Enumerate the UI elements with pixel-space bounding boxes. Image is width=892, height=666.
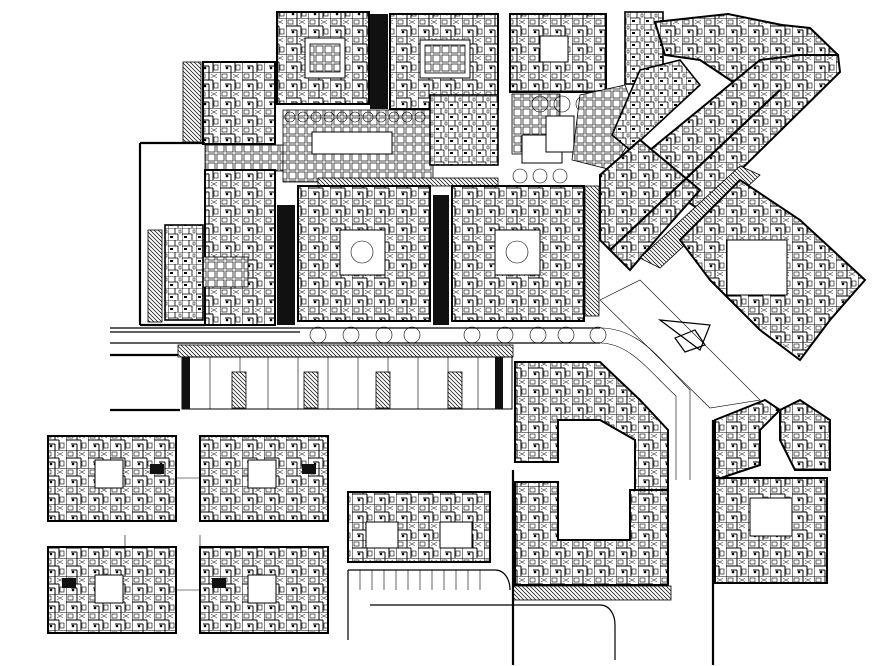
long-bar-building [177,344,514,410]
stair [302,464,316,474]
stair-core [439,521,473,549]
end-wall [182,357,190,409]
end-wall [495,357,503,409]
plaza-diamond [674,329,706,353]
fountain [505,240,529,264]
colonnade [177,344,514,358]
apartment-block [714,398,782,482]
u-shaped-block [511,361,672,665]
north-west-blocks [138,11,499,327]
service-strip [433,195,449,325]
plaza-triangle [657,319,711,351]
site-boundary [138,141,205,327]
stair-core [94,459,124,489]
road-curve [599,327,691,480]
courtyard-paving [197,256,249,288]
stair-core [539,35,569,63]
landscape-strip [147,229,163,323]
plaza-paving [204,144,284,172]
landscape-strip [512,585,672,601]
apartment-block [599,138,702,272]
diagonal-wing-lower [599,178,867,409]
apartment-block [164,224,204,321]
apartment-block [611,59,702,152]
inner-courtyard [726,239,788,296]
apartment-block [451,185,585,322]
inner-courtyard [494,229,541,276]
courtyard-paving [424,44,466,74]
apartment-block [514,361,669,491]
parking-edge [347,569,511,640]
service-strip [277,205,295,325]
pavilion [311,131,393,155]
access-road [370,604,616,660]
south-east-v-block [711,398,831,665]
north-center-courtyard [204,94,499,187]
landscape-strip [182,61,202,143]
pavilion [545,115,575,153]
promenade-tree-row [309,326,607,344]
promenade-edge [110,327,600,344]
stair [231,371,247,409]
stair [303,371,319,409]
south-west-quad-blocks [47,435,329,634]
apartment-block [514,481,669,586]
courtyard-paving [309,43,341,73]
inner-courtyard [749,497,793,537]
stair [375,371,391,409]
central-courtyard-blocks [147,169,600,326]
road-edge [110,353,180,412]
service-strip [370,14,388,109]
bar-building [181,356,513,410]
stair [447,371,463,409]
plaza-tree-row [284,111,426,123]
south-center-twin-units [124,477,616,660]
promenade [110,326,691,480]
apartment-block [202,61,276,145]
parking-bays [359,570,481,590]
connecting-walk [124,477,201,591]
inner-courtyard [339,229,386,276]
north-east-blocks [509,11,664,184]
apartment-block [204,169,276,326]
stair [62,578,76,588]
apartment-block [429,94,499,166]
stair [150,464,164,474]
stair-core [247,574,277,604]
stair-core [365,521,399,549]
fountain [350,240,374,264]
wing-spine-wall [609,89,781,251]
stair [212,578,226,588]
stair-core [94,574,124,604]
landscape-strip [584,185,600,317]
stair-core [247,459,277,489]
apartment-block [779,398,831,471]
planter-strip [317,177,499,187]
